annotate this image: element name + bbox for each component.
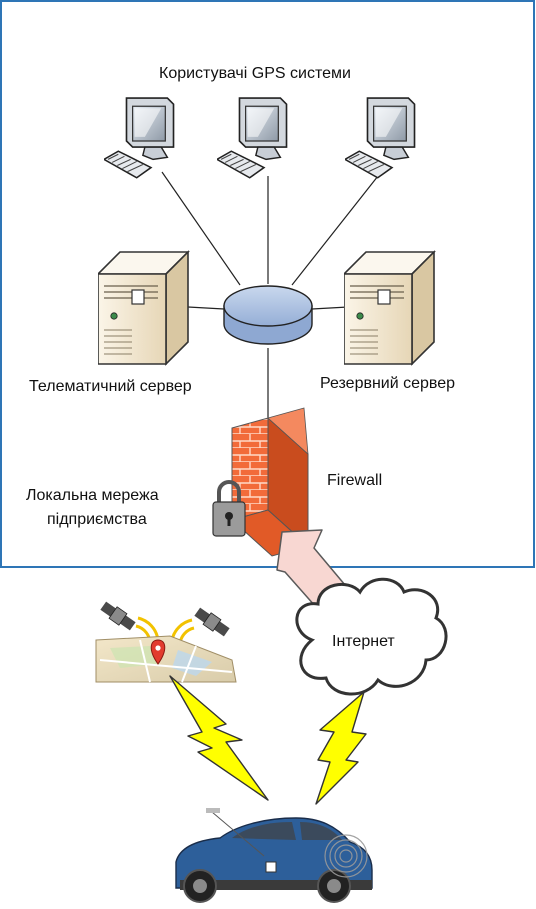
lan-label-line1: Локальна мережа <box>26 487 159 504</box>
backup-server <box>344 251 435 365</box>
car-icon <box>175 808 373 903</box>
satellite-icon <box>100 601 136 631</box>
gps-signal-icon <box>324 834 368 878</box>
firewall-label: Firewall <box>327 472 383 489</box>
lightning-icon <box>169 675 269 801</box>
user-computer-2 <box>217 97 288 179</box>
server-icon <box>344 251 435 365</box>
router-icon <box>223 285 313 345</box>
lan-label-line2: підприємства <box>47 511 147 528</box>
telematic-server-label: Телематичний сервер <box>29 378 192 395</box>
lan-frame <box>0 0 535 568</box>
padlock-icon <box>212 480 246 537</box>
computer-icon <box>217 97 288 179</box>
connection-lines <box>161 171 379 440</box>
computer-icon <box>104 97 175 179</box>
user-computer-1 <box>104 97 175 179</box>
server-icon <box>98 251 189 365</box>
lightning-icon <box>315 691 367 805</box>
user-computer-3 <box>345 97 416 179</box>
internet-label: Інтернет <box>332 633 395 650</box>
users-label: Користувачі GPS системи <box>159 65 351 82</box>
telematic-server <box>98 251 189 365</box>
backup-server-label: Резервний сервер <box>320 375 456 392</box>
computer-icon <box>345 97 416 179</box>
satellite-icon <box>194 607 230 637</box>
cloud-icon <box>295 577 448 696</box>
map-icon <box>95 635 237 683</box>
